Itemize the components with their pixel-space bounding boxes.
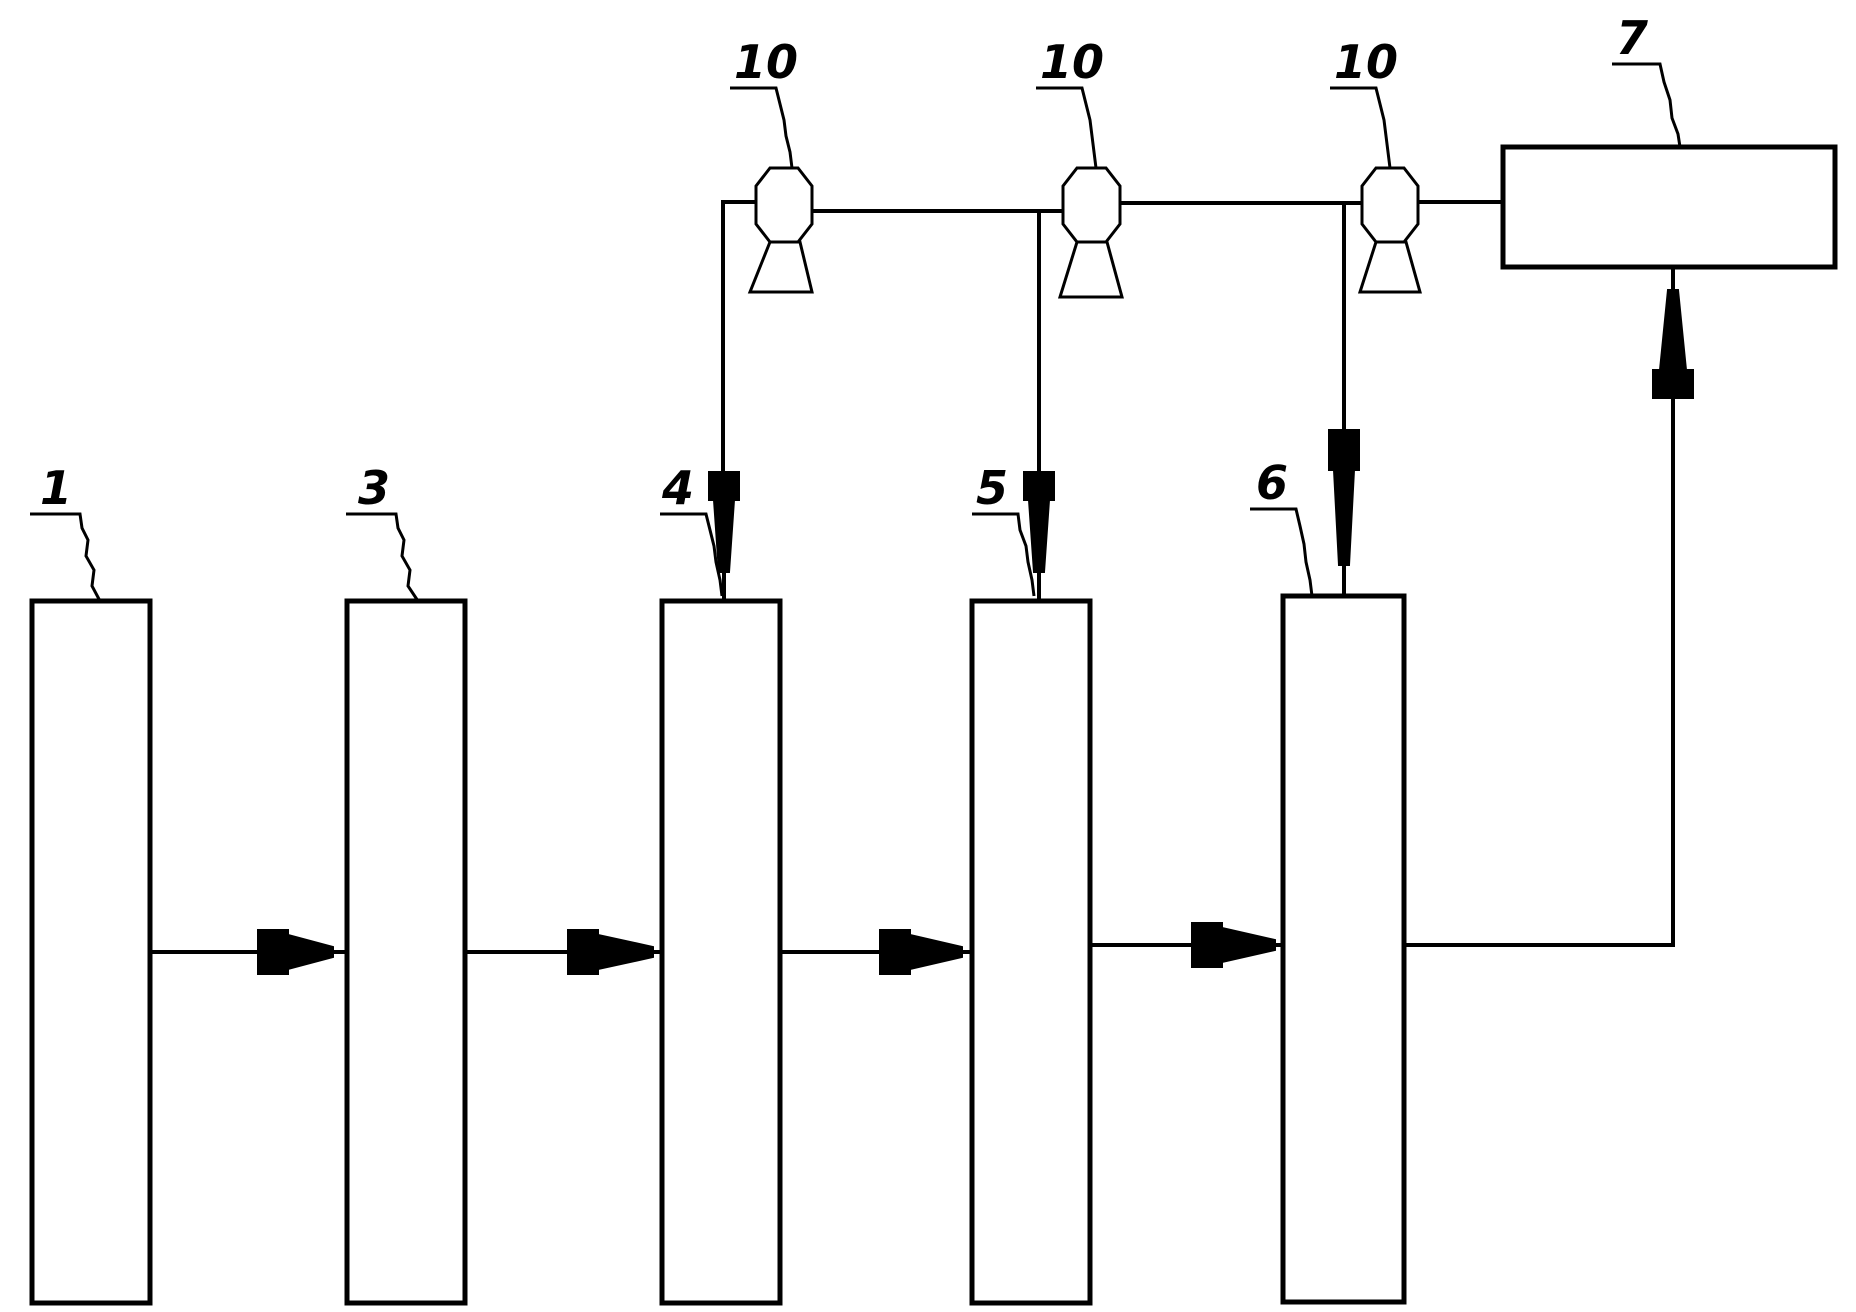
nozzle-5-6: [1191, 922, 1276, 968]
nozzle-1-3: [257, 929, 334, 975]
header-pipe-left: [721, 200, 762, 480]
leader-10b: [1036, 86, 1098, 169]
leader-1: [30, 512, 102, 602]
vessel-6: [1280, 593, 1407, 1305]
tank-7: [1500, 144, 1838, 270]
injector-5: [1023, 471, 1055, 601]
leader-6: [1250, 507, 1314, 597]
label-1: 1: [40, 461, 72, 515]
label-4: 4: [661, 461, 694, 515]
pump-icon-a: [747, 166, 814, 294]
label-10a: 10: [734, 35, 798, 89]
vessel-1: [29, 598, 153, 1306]
leader-7: [1612, 62, 1682, 148]
nozzle-tank-7: [1652, 289, 1694, 399]
leader-10c: [1330, 86, 1392, 169]
nozzle-3-4: [567, 929, 654, 975]
vessel-4: [659, 598, 783, 1306]
leader-5: [972, 512, 1036, 597]
return-pipe-6-7: [1404, 390, 1675, 947]
label-3: 3: [358, 461, 390, 515]
nozzle-4-5: [879, 929, 963, 975]
label-7: 7: [1616, 11, 1648, 65]
pump-icon-c: [1357, 166, 1422, 294]
vessel-5: [969, 598, 1093, 1306]
injector-4: [708, 471, 740, 601]
label-10c: 10: [1334, 35, 1398, 89]
leader-4: [660, 512, 724, 597]
pump-icon-b: [1057, 166, 1124, 299]
leader-10a: [730, 86, 794, 169]
vessel-3: [344, 598, 468, 1306]
label-6: 6: [1256, 456, 1288, 510]
label-5: 5: [976, 461, 1008, 515]
label-10b: 10: [1040, 35, 1104, 89]
leader-3: [346, 512, 420, 602]
injector-6: [1328, 429, 1360, 596]
